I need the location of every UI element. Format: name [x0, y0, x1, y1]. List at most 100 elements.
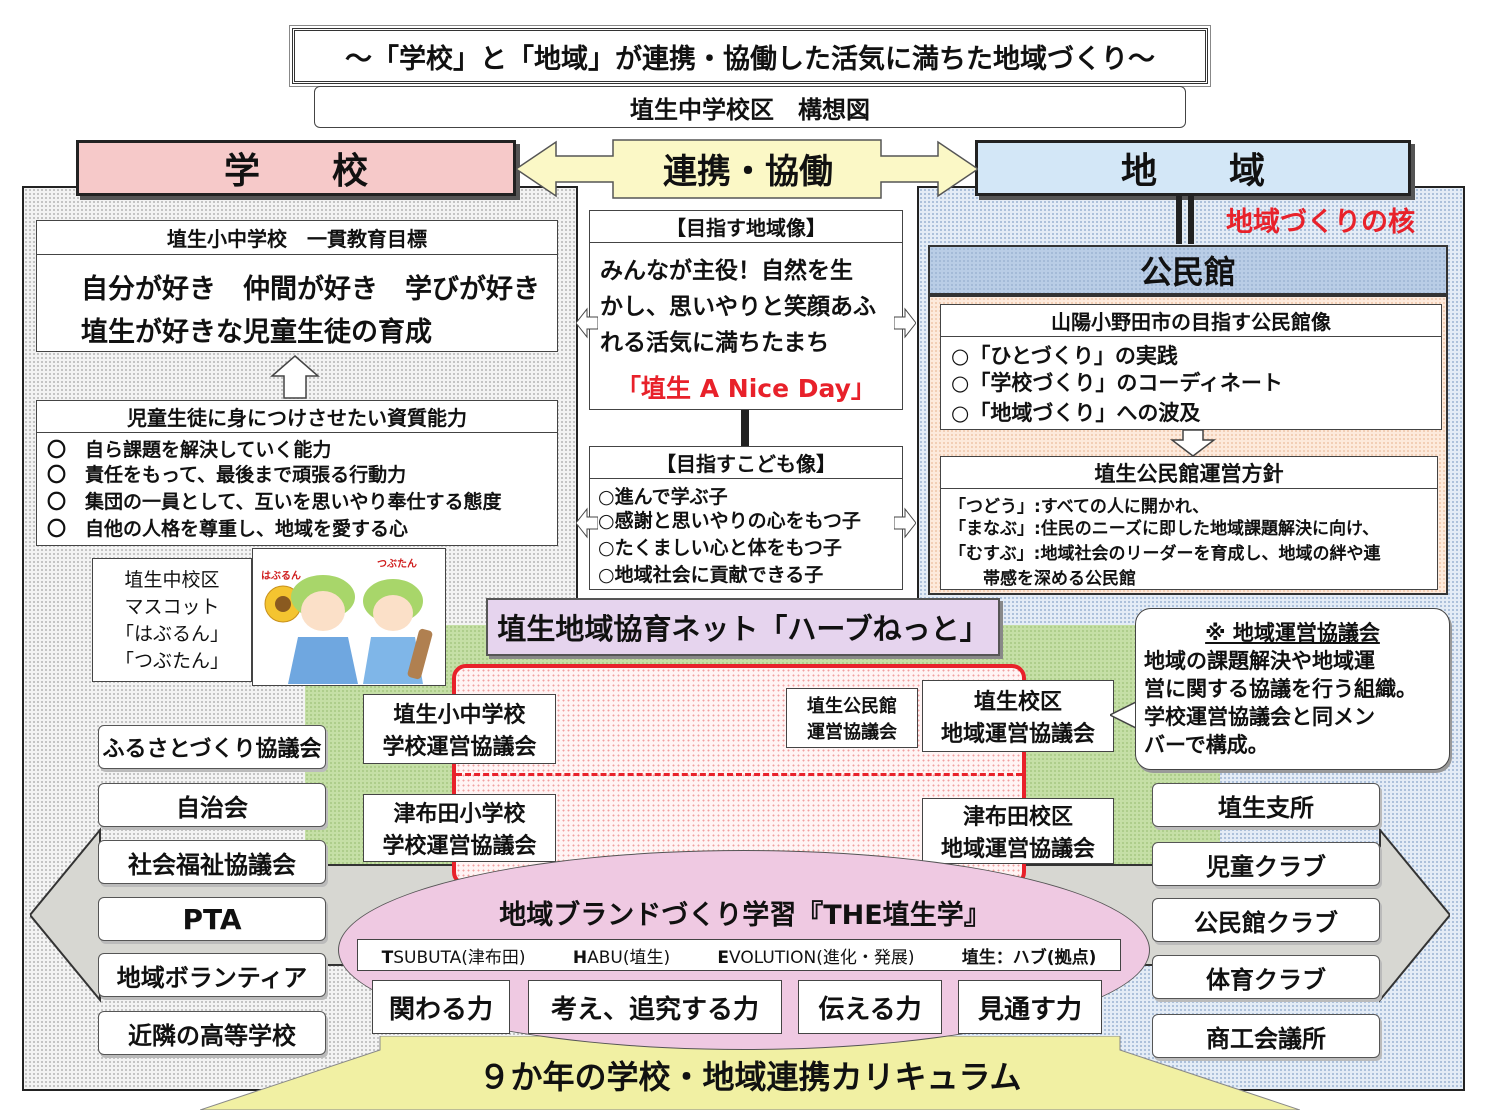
mascot-illustration — [264, 575, 433, 684]
acronym-initial: H — [572, 947, 588, 968]
school-goal-title: 埴生小中学校 一貫教育目標 — [37, 221, 557, 255]
learning-title: 地域ブランドづくり学習『THE埴生学』 — [499, 899, 991, 931]
school-goal-box: 埴生小中学校 一貫教育目標 自分が好き 仲間が好き 学びが好き 埴生が好きな児童… — [36, 220, 558, 352]
subtitle-box: 埴生中学校区 構想図 — [314, 86, 1186, 128]
kominkan-label: 公民館 — [1139, 253, 1236, 291]
mascot-line: 「つぶたん」 — [114, 650, 229, 672]
tsubuta-school-council: 津布田小学校 学校運営協議会 — [363, 794, 556, 862]
network-title-label: 埴生地域協育ネット「ハーブねっと」 — [497, 612, 989, 646]
vision-line: みんなが主役！自然を生 — [600, 258, 853, 284]
ability-item: 〇 自他の人格を尊重し、地域を愛する心 — [47, 518, 409, 540]
region-header: 地 域 — [975, 140, 1411, 196]
council-line: 学校運営協議会 — [382, 735, 537, 760]
policy-title: 埴生公民館運営方針 — [941, 457, 1437, 489]
note-title: ※ 地域運営協議会 — [1205, 621, 1380, 645]
side-arrow-left-1 — [576, 307, 598, 339]
vision-connector — [741, 410, 749, 446]
side-arrow-left-2 — [576, 507, 598, 539]
policy-line: 帯感を深める公民館 — [949, 569, 1136, 589]
child-item: ○地域社会に貢献できる子 — [598, 564, 824, 586]
child-item: ○進んで学ぶ子 — [598, 486, 728, 508]
right-org-taiikuclub: 体育クラブ — [1152, 955, 1380, 999]
council-line: 埴生小中学校 — [393, 703, 526, 728]
council-divider — [456, 773, 1022, 776]
ability-item: 〇 自ら課題を解決していく能力 — [47, 439, 332, 461]
council-line: 埴生校区 — [973, 690, 1062, 715]
acronym-rest: VOLUTION(進化・発展) — [728, 947, 915, 968]
vision-line: れる活気に満ちたまち — [600, 330, 830, 356]
vision-title: 【目指す地域像】 — [590, 211, 902, 243]
school-goal-line-1: 自分が好き 仲間が好き 学びが好き — [81, 274, 540, 305]
policy-line: 「むすぶ」:地域社会のリーダーを育成し、地域の絆や連 — [949, 544, 1381, 564]
ability-item: 〇 責任をもって、最後まで頑張る行動力 — [47, 464, 407, 486]
right-org-shokokaigisho: 商工会議所 — [1152, 1014, 1380, 1058]
policy-line: 「まなぶ」:住民のニーズに即した地域課題解決に向け、 — [949, 519, 1380, 539]
city-vision-item: ○「地域づくり」への波及 — [951, 401, 1201, 425]
collab-arrow — [516, 139, 978, 199]
school-header: 学 校 — [76, 140, 516, 196]
mascot-image: はぶるん つぶたん — [252, 548, 446, 686]
council-line: 地域運営協議会 — [940, 837, 1095, 862]
right-org-jidoclub: 児童クラブ — [1152, 842, 1380, 886]
child-title: 【目指すこども像】 — [590, 447, 902, 479]
kominkan-council: 埴生公民館 運営協議会 — [786, 688, 918, 748]
council-line: 地域運営協議会 — [940, 722, 1095, 747]
council-line: 津布田校区 — [962, 805, 1073, 830]
mascot-img-label-haburun: はぶるん — [261, 571, 301, 582]
school-header-label: 学 校 — [223, 151, 368, 192]
hanyu-region-council: 埴生校区 地域運営協議会 — [922, 680, 1114, 752]
network-title: 埴生地域協育ネット「ハーブねっと」 — [486, 598, 1000, 656]
main-title: ～「学校」と「地域」が連携・協働した活気に満ちた地域づくり～ — [345, 43, 1155, 75]
side-arrow-right-1 — [894, 307, 916, 339]
region-connector-2 — [1188, 196, 1194, 244]
note-line: 学校運営協議会と同メン — [1144, 705, 1375, 729]
note-line: 地域の課題解決や地域運 — [1144, 649, 1375, 673]
vision-line: かし、思いやりと笑顔あふ — [600, 294, 876, 320]
main-title-box: ～「学校」と「地域」が連携・協働した活気に満ちた地域づくり～ — [292, 28, 1208, 84]
hanyu-school-council: 埴生小中学校 学校運営協議会 — [363, 694, 556, 764]
left-org-highschool: 近隣の高等学校 — [98, 1011, 326, 1055]
power-tsutaeru: 伝える力 — [798, 980, 942, 1034]
acronym-initial: E — [717, 947, 729, 968]
city-vision-box: 山陽小野田市の目指す公民館像 ○「ひとづくり」の実践 ○「学校づくり」のコーディ… — [940, 304, 1442, 430]
child-item: ○たくましい心と体をもつ子 — [598, 537, 842, 559]
ability-item: 〇 集団の一員として、互いを思いやり奉仕する態度 — [47, 491, 502, 513]
note-line: バーで構成。 — [1144, 733, 1269, 757]
left-org-furusato: ふるさとづくり協議会 — [98, 725, 326, 769]
side-arrow-right-2 — [894, 507, 916, 539]
power-kangaeru: 考え、追究する力 — [528, 980, 782, 1034]
subtitle: 埴生中学校区 構想図 — [630, 95, 870, 124]
acronym-rest: ABU(埴生) — [587, 947, 671, 968]
tsubuta-region-council: 津布田校区 地域運営協議会 — [922, 798, 1114, 864]
power-mitosu: 見通す力 — [958, 980, 1102, 1034]
council-line: 学校運営協議会 — [382, 834, 537, 859]
region-connector — [1176, 196, 1182, 244]
acronym-rest: SUBUTA(津布田) — [393, 947, 526, 968]
collab-label: 連携・協働 — [663, 151, 833, 192]
note-line: 営に関する協議を行う組織。 — [1144, 677, 1417, 701]
mascot-line: マスコット — [124, 596, 220, 618]
kominkan-header: 公民館 — [928, 245, 1448, 295]
down-arrow — [1170, 429, 1216, 457]
region-header-label: 地 域 — [1120, 151, 1265, 192]
acronym-box: TSUBUTA(津布田) HABU(埴生) EVOLUTION(進化・発展) 埴… — [357, 939, 1121, 971]
vision-slogan: 「埴生 A Nice Day」 — [616, 374, 876, 403]
curriculum-arrow — [200, 1036, 1300, 1110]
mascot-img-label-tsubutan: つぶたん — [377, 559, 417, 570]
left-org-volunteer: 地域ボランティア — [98, 953, 326, 997]
left-org-pta: PTA — [98, 897, 326, 941]
power-kakawaru: 関わる力 — [372, 980, 510, 1034]
city-vision-title: 山陽小野田市の目指す公民館像 — [941, 305, 1441, 337]
abilities-box: 児童生徒に身につけさせたい資質能力 〇 自ら課題を解決していく能力 〇 責任をも… — [36, 400, 558, 546]
council-line: 運営協議会 — [807, 722, 897, 743]
child-box: 【目指すこども像】 ○進んで学ぶ子 ○感謝と思いやりの心をもつ子 ○たくましい心… — [589, 446, 903, 590]
abilities-title: 児童生徒に身につけさせたい資質能力 — [37, 401, 557, 433]
note-callout: ※ 地域運営協議会 地域の課題解決や地域運 営に関する協議を行う組織。 学校運営… — [1135, 608, 1450, 770]
mascot-text-box: 埴生中校区 マスコット 「はぶるん」 「つぶたん」 — [92, 558, 252, 682]
right-org-shisho: 埴生支所 — [1152, 783, 1380, 827]
vision-box: 【目指す地域像】 みんなが主役！自然を生 かし、思いやりと笑顔あふ れる活気に満… — [589, 210, 903, 410]
policy-box: 埴生公民館運営方針 「つどう」:すべての人に開かれ、 「まなぶ」:住民のニーズに… — [940, 456, 1438, 590]
left-org-jichikai: 自治会 — [98, 783, 326, 827]
acronym-h: HABU(埴生) — [573, 943, 670, 968]
region-core-label: 地域づくりの核 — [1226, 207, 1415, 238]
